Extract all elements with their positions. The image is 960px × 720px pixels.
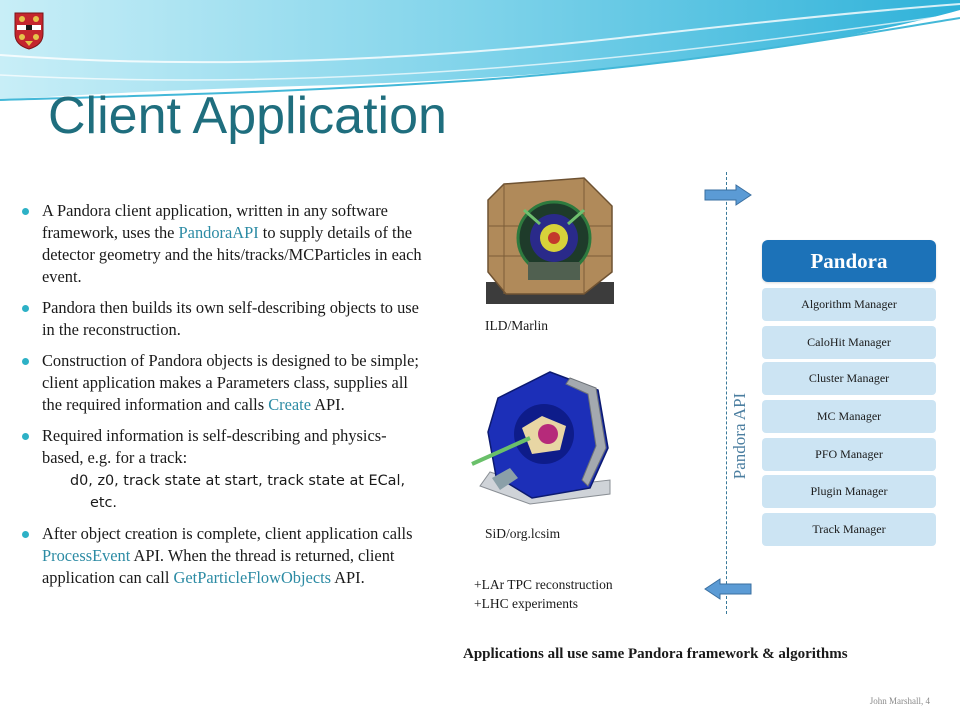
process-event-api-link[interactable]: ProcessEvent [42,546,131,565]
bullet-item: A Pandora client application, written in… [22,200,422,288]
lar-caption: +LAr TPC reconstruction [474,577,613,592]
algorithm-manager-box: Algorithm Manager [762,288,936,321]
pandora-api-link[interactable]: PandoraAPI [178,223,259,242]
header-banner [0,0,960,101]
slide-footer: John Marshall, 4 [869,696,930,706]
bottom-note: Applications all use same Pandora framew… [463,646,848,662]
ild-detector-image [486,177,614,304]
api-boundary-line [726,172,727,614]
arrow-right-icon [704,184,752,206]
pfo-manager-box: PFO Manager [762,438,936,471]
track-manager-box: Track Manager [762,513,936,546]
get-pfo-api-link[interactable]: GetParticleFlowObjects [173,568,332,587]
ild-caption: ILD/Marlin [485,318,548,333]
pandora-header-box: Pandora [762,240,936,282]
cluster-manager-box: Cluster Manager [762,362,936,395]
mc-manager-box: MC Manager [762,400,936,433]
pandora-api-label: Pandora API [730,392,749,480]
calohit-manager-box: CaloHit Manager [762,326,936,359]
bullet-dot-icon [22,305,29,312]
create-api-link[interactable]: Create [268,395,311,414]
track-example-code: d0, z0, track state at start, track stat… [70,473,406,511]
plugin-manager-box: Plugin Manager [762,475,936,508]
bullet-dot-icon [22,531,29,538]
bullet-dot-icon [22,208,29,215]
bullet-dot-icon [22,358,29,365]
bullet-item: Pandora then builds its own self-describ… [22,297,422,341]
lhc-caption: +LHC experiments [474,596,578,611]
bullet-item: Required information is self-describing … [22,425,422,514]
bullet-dot-icon [22,433,29,440]
bullet-item: After object creation is complete, clien… [22,523,422,589]
bullet-list: A Pandora client application, written in… [22,200,422,598]
bullet-item: Construction of Pandora objects is desig… [22,350,422,416]
sid-caption: SiD/org.lcsim [485,526,561,541]
arrow-left-icon [704,578,752,600]
sid-detector-image [471,371,611,505]
slide-title: Client Application [48,87,447,145]
university-crest-icon [14,12,44,50]
